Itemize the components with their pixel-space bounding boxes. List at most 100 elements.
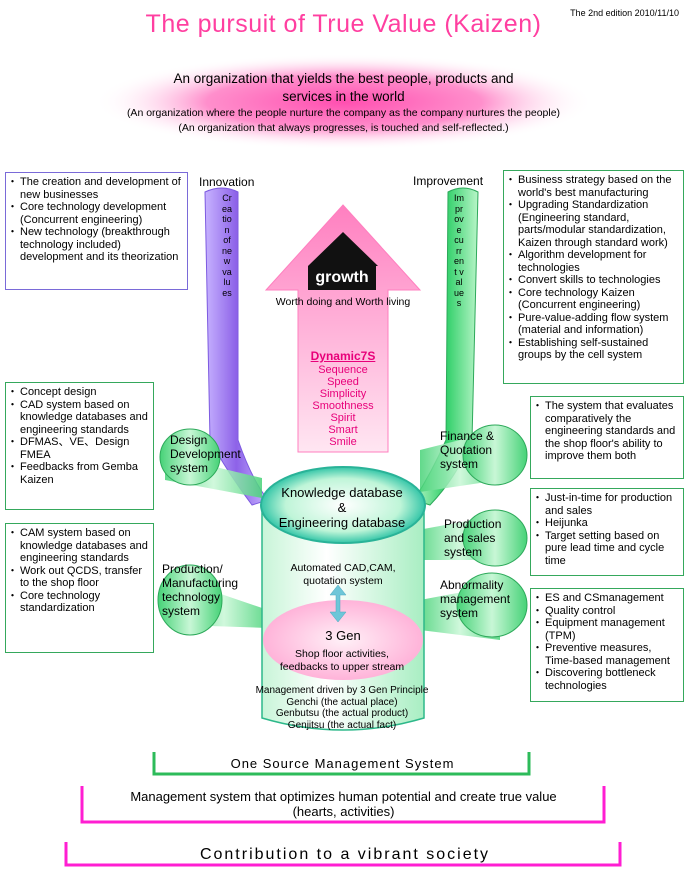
list-item: Preventive measures, Time-based manageme… (532, 642, 679, 667)
database-line-3: Engineering database (278, 515, 406, 530)
mission-line-4: (An organization that always progresses,… (178, 122, 509, 134)
shop-floor-label: Shop floor activities, feedbacks to uppe… (262, 648, 422, 674)
funnel-sales (418, 509, 528, 567)
list-item: New technology (breakthrough technology … (7, 226, 183, 264)
shop-line-2: feedbacks to upper stream (279, 661, 405, 673)
cam-box: CAM system based on knowledge databases … (5, 523, 154, 653)
funnel-finance (420, 424, 528, 492)
edition-date: The 2nd edition 2010/11/10 (570, 8, 679, 18)
list-item: Business strategy based on the world's b… (505, 174, 679, 199)
growth-label: growth (308, 266, 376, 290)
list-item: Spirit (330, 412, 356, 424)
one-source-bracket (152, 752, 531, 776)
list-item: Simplicity (319, 388, 367, 400)
cylinder-top (260, 466, 426, 544)
quality-list: ES and CSmanagement Quality control Equi… (532, 592, 679, 692)
list-item: The system that evaluates comparatively … (532, 400, 679, 463)
contribution-label: Contribution to a vibrant society (199, 846, 491, 863)
improvement-list: Business strategy based on the world's b… (505, 174, 679, 362)
one-source-label: One Source Management System (230, 756, 455, 771)
mission-line-1: An organization that yields the best peo… (173, 71, 514, 86)
list-item: Core technology development (Concurrent … (7, 201, 183, 226)
list-item: Upgrading Standardization (Engineering s… (505, 199, 679, 249)
automated-line-1: Automated CAD,CAM, (290, 562, 396, 574)
principle-line: Genbutsu (the actual product) (275, 708, 409, 719)
management-line-1: Management system that optimizes human p… (130, 789, 557, 804)
page-title: The pursuit of True Value (Kaizen) (145, 10, 542, 38)
production-manufacturing-label: Production/ Manufacturing technology sys… (162, 562, 239, 618)
improvement-vertical-text: Improve current values (454, 193, 465, 308)
innovation-list: The creation and development of new busi… (7, 176, 183, 264)
growth-triangle (308, 232, 378, 266)
design-list: Concept design CAD system based on knowl… (7, 386, 149, 486)
list-item: DFMAS、VE、Design FMEA (7, 436, 149, 461)
list-item: Algorithm development for technologies (505, 249, 679, 274)
list-item: Convert skills to technologies (505, 274, 679, 287)
innovation-vertical-text: Creation of new values (222, 193, 233, 298)
pink-disc (263, 600, 423, 680)
three-gen-label: 3 Gen (325, 628, 361, 643)
growth-subtitle: Worth doing and Worth living (275, 296, 411, 308)
database-line-1: Knowledge database (281, 485, 403, 500)
automated-line-2: quotation system (303, 575, 383, 587)
design-development-label: Design Development system (170, 433, 241, 475)
jit-list: Just-in-time for production and sales He… (532, 492, 679, 567)
list-item: Establishing self-sustained groups by th… (505, 337, 679, 362)
list-item: Smart (328, 424, 358, 436)
jit-box: Just-in-time for production and sales He… (530, 488, 684, 576)
dynamic7s-title: Dynamic7S (310, 349, 376, 363)
funnel-production (157, 564, 268, 636)
production-sales-label: Production and sales system (444, 517, 502, 559)
finance-quotation-label: Finance & Quotation system (440, 429, 495, 471)
management-system-label: Management system that optimizes human p… (86, 789, 601, 819)
list-item: Equipment management (TPM) (532, 617, 679, 642)
innovation-box: The creation and development of new busi… (5, 172, 188, 290)
list-item: Work out QCDS, transfer to the shop floo… (7, 565, 149, 590)
database-line-2: & (337, 500, 347, 515)
automated-system-label: Automated CAD,CAM, quotation system (268, 562, 418, 588)
improvement-label: Improvement (413, 174, 484, 188)
mgmt-bracket (80, 786, 606, 824)
list-item: Just-in-time for production and sales (532, 492, 679, 517)
evaluation-list: The system that evaluates comparatively … (532, 400, 679, 463)
three-gen-principle: Management driven by 3 Gen Principle Gen… (232, 685, 452, 731)
mission-statement: An organization that yields the best peo… (60, 70, 627, 136)
dynamic7s-list: Sequence Speed Simplicity Smoothness Spi… (288, 364, 398, 448)
database-label: Knowledge database & Engineering databas… (262, 485, 422, 530)
list-item: Quality control (532, 605, 679, 618)
principle-line: Management driven by 3 Gen Principle (255, 685, 429, 696)
list-item: Core technology Kaizen (Concurrent engin… (505, 287, 679, 312)
list-item: Smile (329, 436, 357, 448)
shop-line-1: Shop floor activities, (295, 648, 389, 660)
list-item: Smoothness (312, 400, 374, 412)
list-item: Discovering bottleneck technologies (532, 667, 679, 692)
funnel-abnormality (420, 572, 528, 640)
improvement-box: Business strategy based on the world's b… (503, 170, 684, 384)
list-item: Core technology standardization (7, 590, 149, 615)
list-item: Feedbacks from Gemba Kaizen (7, 461, 149, 486)
principle-line: Genchi (the actual place) (286, 696, 398, 708)
principle-line: Genjitsu (the actual fact) (287, 719, 397, 731)
mission-line-3: (An organization where the people nurtur… (126, 107, 561, 119)
mission-line-2: services in the world (282, 89, 405, 104)
evaluation-box: The system that evaluates comparatively … (530, 396, 684, 479)
funnel-design (159, 428, 262, 498)
list-item: CAM system based on knowledge databases … (7, 527, 149, 565)
contrib-bracket (64, 842, 622, 867)
mission-glow (94, 54, 594, 150)
list-item: Heijunka (532, 517, 679, 530)
list-item: ES and CSmanagement (532, 592, 679, 605)
double-arrow (329, 584, 347, 623)
growth-arrow (264, 204, 422, 453)
innovation-label: Innovation (199, 175, 255, 189)
quality-box: ES and CSmanagement Quality control Equi… (530, 588, 684, 702)
list-item: CAD system based on knowledge databases … (7, 399, 149, 437)
design-box: Concept design CAD system based on knowl… (5, 382, 154, 510)
cam-list: CAM system based on knowledge databases … (7, 527, 149, 615)
abnormality-management-label: Abnormality management system (440, 578, 511, 620)
list-item: Speed (327, 376, 359, 388)
list-item: The creation and development of new busi… (7, 176, 183, 201)
list-item: Sequence (318, 364, 368, 376)
list-item: Pure-value-adding flow system (material … (505, 312, 679, 337)
